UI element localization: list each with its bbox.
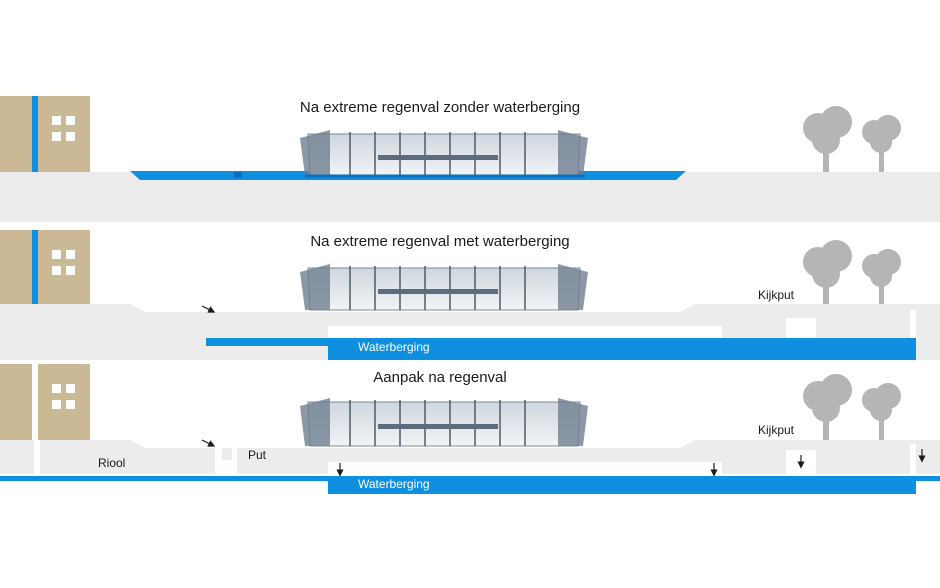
building-icon [0,230,90,304]
waterberging-label: Waterberging [358,477,430,491]
flood-water-mark [234,172,242,178]
tree-icon [862,249,901,304]
tree-icon [803,374,852,440]
tree-icon [862,383,901,440]
waterberging-label: Waterberging [358,340,430,354]
panel-3: Aanpak na regenval Riool Put Waterbergin… [0,364,940,494]
tree-icon [803,240,852,304]
panel-3-title: Aanpak na regenval [373,369,506,386]
tree-icon [862,115,901,172]
panel-2: Na extreme regenval met waterberging Wat… [0,230,940,360]
station-canopy-icon [300,130,588,178]
ground-slab [0,172,940,222]
building-icon [0,96,90,172]
kijkput-shaft-right [910,310,916,360]
put-block [222,448,232,460]
put-label: Put [248,448,267,462]
building-icon [0,364,90,440]
panel-1: Na extreme regenval zonder waterberging [0,96,940,222]
station-canopy-icon [300,264,588,311]
arrow-flow-icon [201,305,216,313]
arrow-flow-icon [201,439,216,447]
kijkput-label: Kijkput [758,423,795,437]
panel-2-title: Na extreme regenval met waterberging [310,233,569,250]
waterberging-water [328,476,916,494]
storage-basin [328,462,722,474]
tree-icon [803,106,852,172]
kijkput-label: Kijkput [758,288,795,302]
waterberging-water [328,338,916,360]
riool-gap [34,440,40,474]
riool-label: Riool [98,456,125,470]
kijkput-shaft-right [910,444,916,474]
station-canopy-icon [300,398,588,447]
panel-1-title: Na extreme regenval zonder waterberging [300,99,580,116]
